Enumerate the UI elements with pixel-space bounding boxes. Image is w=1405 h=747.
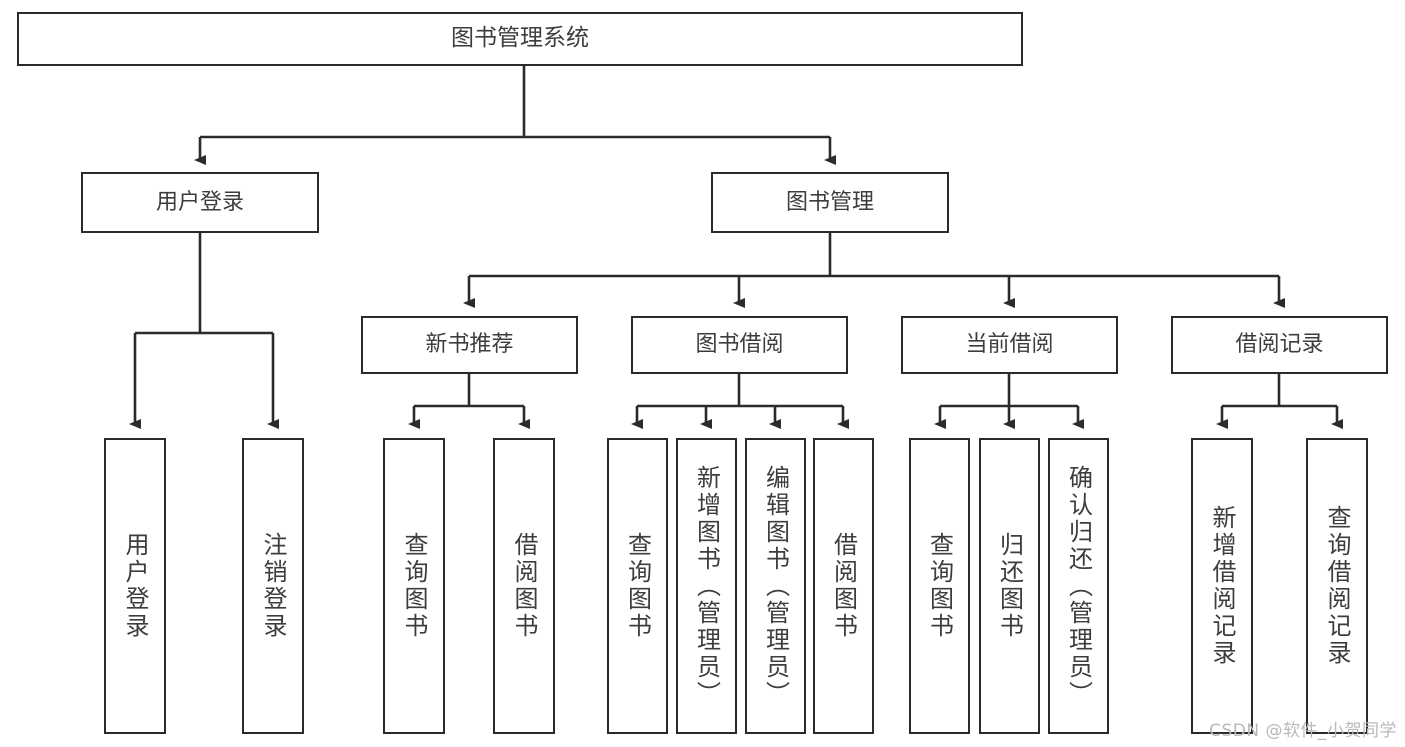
node-user-login[interactable]: 用户登录 [81,172,319,233]
leaf-user-logout[interactable]: 注销登录 [242,438,304,734]
node-label: 借阅图书 [829,532,858,640]
leaf-borrow-borrow-book[interactable]: 借阅图书 [813,438,874,734]
leaf-borrow-add-book-admin[interactable]: 新增图书（管理员） [676,438,737,734]
leaf-recommend-query-book[interactable]: 查询图书 [383,438,445,734]
leaf-user-login[interactable]: 用户登录 [104,438,166,734]
node-label: 当前借阅 [965,332,1054,358]
node-root-system[interactable]: 图书管理系统 [17,12,1023,66]
node-current-borrow[interactable]: 当前借阅 [901,316,1118,374]
leaf-recommend-borrow-book[interactable]: 借阅图书 [493,438,555,734]
node-new-book-recommend[interactable]: 新书推荐 [361,316,578,374]
node-label: 新书推荐 [425,332,514,358]
leaf-current-confirm-return-admin[interactable]: 确认归还（管理员） [1048,438,1109,734]
leaf-current-query-book[interactable]: 查询图书 [909,438,970,734]
node-borrow-record[interactable]: 借阅记录 [1171,316,1388,374]
node-label: 注销登录 [259,532,287,640]
node-label: 借阅图书 [510,532,538,640]
node-label: 图书管理系统 [451,25,589,52]
node-label: 借阅记录 [1235,332,1324,358]
node-label: 查询借阅记录 [1323,505,1351,667]
node-label: 新增借阅记录 [1208,505,1236,667]
node-label: 新增图书（管理员） [692,464,721,708]
node-label: 编辑图书（管理员） [761,464,790,708]
node-label: 归还图书 [995,532,1024,640]
leaf-borrow-edit-book-admin[interactable]: 编辑图书（管理员） [745,438,806,734]
node-label: 查询图书 [623,532,652,640]
node-label: 图书管理 [785,189,874,215]
node-label: 用户登录 [155,189,244,215]
node-book-management[interactable]: 图书管理 [711,172,949,233]
node-label: 用户登录 [121,532,149,640]
node-label: 图书借阅 [695,332,784,358]
node-label: 查询图书 [400,532,428,640]
leaf-current-return-book[interactable]: 归还图书 [979,438,1040,734]
node-label: 查询图书 [925,532,954,640]
node-label: 确认归还（管理员） [1064,464,1093,708]
leaf-borrow-query-book[interactable]: 查询图书 [607,438,668,734]
node-book-borrow[interactable]: 图书借阅 [631,316,848,374]
leaf-record-add-borrow-record[interactable]: 新增借阅记录 [1191,438,1253,734]
leaf-record-query-borrow-record[interactable]: 查询借阅记录 [1306,438,1368,734]
